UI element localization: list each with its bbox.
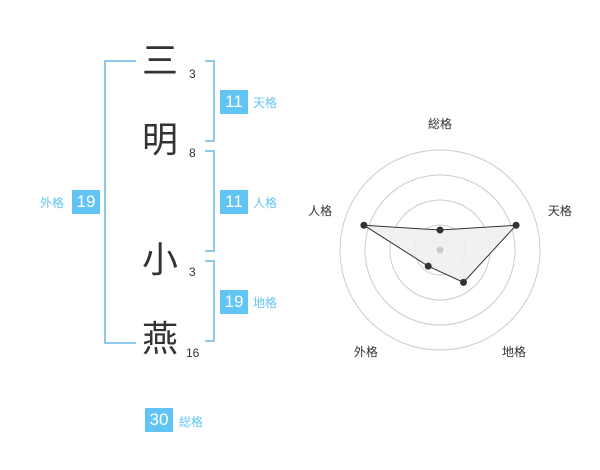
radar-data-point — [424, 262, 432, 270]
jinkaku-value-badge: 11 — [220, 190, 248, 214]
tenkaku-label: 天格 — [253, 96, 278, 110]
gaikaku-label: 外格 — [40, 196, 65, 210]
given-char-2: 燕 — [141, 319, 178, 360]
given-char-1-strokes: 3 — [189, 265, 196, 279]
chikaku-label: 地格 — [253, 296, 278, 310]
gaikaku-bracket — [104, 60, 136, 344]
given-char-2-strokes: 16 — [186, 346, 200, 360]
jinkaku-bracket — [205, 150, 215, 252]
radar-axis-label: 地格 — [502, 344, 526, 359]
radar-grid-ring — [339, 149, 541, 351]
surname-char-1-strokes: 3 — [189, 67, 196, 81]
tenkaku-bracket — [205, 60, 215, 142]
radar-data-point — [460, 278, 468, 286]
radar-grid-ring — [364, 174, 516, 326]
surname-char-1: 三 — [141, 41, 178, 82]
radar-series-polygon — [363, 224, 518, 283]
jinkaku-label: 人格 — [253, 196, 278, 210]
soukaku-label: 総格 — [179, 415, 204, 429]
radar-data-point — [436, 226, 444, 234]
radar-data-point — [512, 221, 520, 229]
gaikaku-value-badge: 19 — [72, 190, 100, 214]
radar-center-dot — [436, 246, 444, 254]
chikaku-value-badge: 19 — [220, 290, 248, 314]
radar-axis-label: 外格 — [354, 344, 378, 359]
radar-data-point — [360, 221, 368, 229]
given-char-1: 小 — [141, 240, 178, 281]
tenkaku-value-badge: 11 — [220, 90, 248, 114]
chikaku-bracket — [205, 260, 215, 342]
surname-char-2-strokes: 8 — [189, 146, 196, 160]
radar-axis-label: 総格 — [428, 116, 452, 131]
soukaku-value-badge: 30 — [145, 408, 173, 432]
radar-axis-label: 天格 — [548, 203, 572, 218]
radar-axis-label: 人格 — [308, 203, 332, 218]
surname-char-2: 明 — [141, 120, 178, 161]
